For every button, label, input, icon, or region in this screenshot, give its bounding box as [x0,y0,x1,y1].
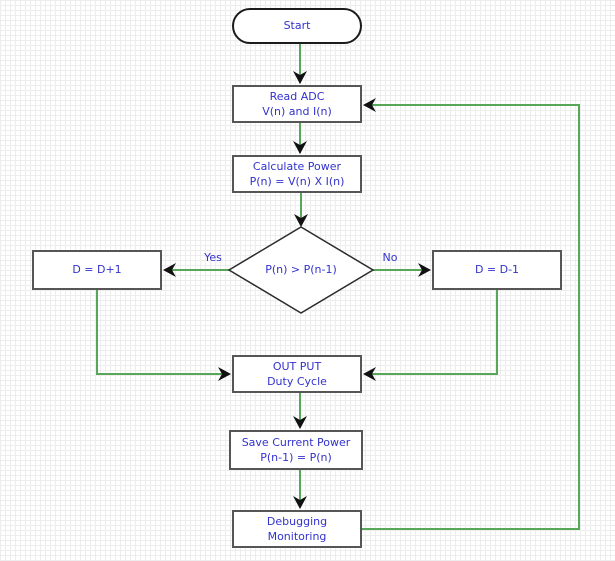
edge-label-yes: Yes [204,251,222,264]
decision-diamond-shape [227,226,375,314]
node-save: Save Current Power P(n-1) = P(n) [229,430,363,470]
node-start: Start [232,8,362,44]
arrowhead-into-decision [294,214,308,227]
node-decision-label: P(n) > P(n-1) [265,263,337,276]
edge-decrement-output [366,290,498,375]
arrowhead-into-calc [293,141,307,154]
arrowhead-into-increment [163,263,176,277]
edge-increment-output [96,290,228,375]
edge-label-no: No [382,251,398,264]
node-increment: D = D+1 [32,250,162,290]
node-debug-line1: Debugging [266,514,328,528]
node-output-line1: OUT PUT [272,359,322,373]
node-read-adc-line2: V(n) and I(n) [262,105,332,118]
node-save-line2: P(n-1) = P(n) [260,451,332,464]
node-calc-power: Calculate Power P(n) = V(n) X I(n) [232,155,362,193]
node-calc-power-line1: Calculate Power [252,159,342,173]
node-output-line2: Duty Cycle [267,375,327,388]
arrowhead-into-output-right [363,367,376,381]
arrowhead-into-save [293,416,307,429]
node-save-line1: Save Current Power [241,435,351,449]
arrowhead-into-debug [293,496,307,509]
node-output: OUT PUT Duty Cycle [232,355,362,393]
arrowhead-feedback-readadc [363,98,376,112]
node-start-label: Start [283,19,311,33]
node-debug: Debugging Monitoring [232,510,362,548]
node-decrement: D = D-1 [432,250,562,290]
node-decrement-label: D = D-1 [474,263,520,277]
node-read-adc-line1: Read ADC [269,89,325,103]
node-debug-line2: Monitoring [267,530,327,543]
node-read-adc: Read ADC V(n) and I(n) [232,85,362,123]
edge-debug-feedback [362,104,580,530]
node-increment-label: D = D+1 [72,263,122,277]
arrowhead-into-decrement [418,263,431,277]
node-calc-power-line2: P(n) = V(n) X I(n) [249,175,345,188]
arrowhead-into-output-left [218,367,231,381]
arrowhead-into-readadc-top [293,71,307,84]
